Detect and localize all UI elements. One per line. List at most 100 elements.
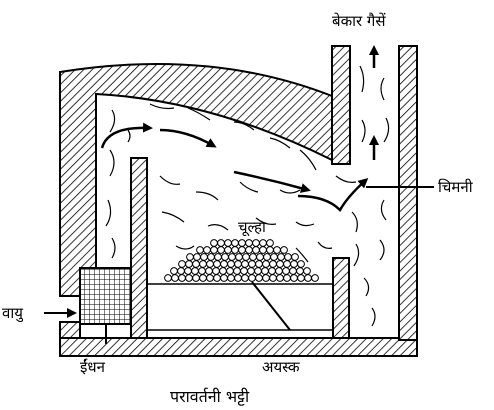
- ore-particle: [298, 261, 305, 268]
- ore-particle: [186, 261, 193, 268]
- ore-particle: [243, 254, 250, 261]
- ore-particle: [253, 247, 260, 254]
- ore-particle: [242, 261, 249, 268]
- ore-particle: [248, 268, 255, 275]
- ore-particle: [172, 275, 179, 282]
- ore-particle: [263, 275, 270, 282]
- ore-particle: [218, 240, 225, 247]
- ore-particle: [215, 254, 222, 261]
- ore-particle: [165, 275, 172, 282]
- ore-particle: [278, 254, 285, 261]
- ore-particle: [260, 240, 267, 247]
- chimney-left-wall: [332, 46, 350, 164]
- ore-pointer: [252, 282, 290, 330]
- ore-particle: [242, 275, 249, 282]
- ore-particle: [179, 275, 186, 282]
- ore-particle: [232, 240, 239, 247]
- arrow-right-icon: [298, 180, 366, 210]
- ore-particle: [249, 275, 256, 282]
- ore-particle: [228, 261, 235, 268]
- ore-particle: [234, 268, 241, 275]
- ore-particle: [297, 268, 304, 275]
- ore-particle: [222, 254, 229, 261]
- hearth-floor: [60, 338, 417, 356]
- ore-particle: [298, 275, 305, 282]
- ore-particle: [218, 247, 225, 254]
- ore-particle: [200, 275, 207, 282]
- ore-particle: [269, 268, 276, 275]
- ore-particle: [263, 261, 270, 268]
- label-air: वायु: [2, 304, 24, 323]
- ore-particle: [312, 275, 319, 282]
- ore-particle: [253, 240, 260, 247]
- arrow-right-icon: [234, 172, 308, 190]
- ore-particle: [284, 275, 291, 282]
- ore-particle: [232, 247, 239, 254]
- ore-particle: [236, 254, 243, 261]
- ore-particle: [284, 261, 291, 268]
- arrow-right-icon: [102, 128, 150, 148]
- label-waste-gases: बेकार गैसें: [332, 12, 386, 30]
- ore-particle: [179, 261, 186, 268]
- hearth-bath: [147, 284, 333, 330]
- ore-particle: [267, 247, 274, 254]
- ore-particle: [270, 261, 277, 268]
- ore-particle: [267, 240, 274, 247]
- ore-particle: [229, 254, 236, 261]
- ore-particle: [208, 254, 215, 261]
- ore-pile: [165, 240, 319, 282]
- ore-particle: [241, 268, 248, 275]
- fuel-grate: [80, 268, 131, 324]
- ore-particle: [239, 247, 246, 254]
- ore-particle: [281, 247, 288, 254]
- ore-particle: [291, 261, 298, 268]
- ore-particle: [193, 275, 200, 282]
- ore-particle: [213, 268, 220, 275]
- ore-particle: [199, 268, 206, 275]
- ore-particle: [276, 268, 283, 275]
- ore-particle: [225, 240, 232, 247]
- ore-particle: [239, 240, 246, 247]
- ore-particle: [193, 261, 200, 268]
- ore-particle: [274, 247, 281, 254]
- ore-particle: [250, 254, 257, 261]
- ore-particle: [256, 275, 263, 282]
- ore-particle: [305, 275, 312, 282]
- ore-particle: [186, 275, 193, 282]
- ore-particle: [256, 261, 263, 268]
- ore-particle: [197, 247, 204, 254]
- right-low-wall: [333, 258, 349, 338]
- ore-particle: [262, 268, 269, 275]
- diagram-caption: परावर्तनी भट्टी: [170, 387, 250, 406]
- ore-particle: [207, 261, 214, 268]
- ore-particle: [271, 254, 278, 261]
- ore-particle: [290, 268, 297, 275]
- ore-particle: [277, 261, 284, 268]
- ore-particle: [211, 247, 218, 254]
- ore-particle: [227, 268, 234, 275]
- ore-particle: [235, 275, 242, 282]
- chimney-right-wall: [399, 46, 417, 340]
- ore-particle: [194, 254, 201, 261]
- ore-particle: [225, 247, 232, 254]
- ore-particle: [214, 275, 221, 282]
- ore-particle: [264, 254, 271, 261]
- ore-particle: [255, 268, 262, 275]
- label-ore: अयस्क: [262, 358, 300, 376]
- arrow-right-icon: [160, 130, 214, 146]
- ore-particle: [207, 275, 214, 282]
- ore-particle: [257, 254, 264, 261]
- ore-particle: [204, 247, 211, 254]
- ore-particle: [228, 275, 235, 282]
- ore-particle: [211, 240, 218, 247]
- ore-particle: [192, 268, 199, 275]
- ore-particle: [291, 275, 298, 282]
- ore-particle: [206, 268, 213, 275]
- ore-particle: [249, 261, 256, 268]
- ore-particle: [270, 275, 277, 282]
- ore-particle: [178, 268, 185, 275]
- ore-particle: [285, 254, 292, 261]
- ore-particle: [246, 247, 253, 254]
- ore-particle: [283, 268, 290, 275]
